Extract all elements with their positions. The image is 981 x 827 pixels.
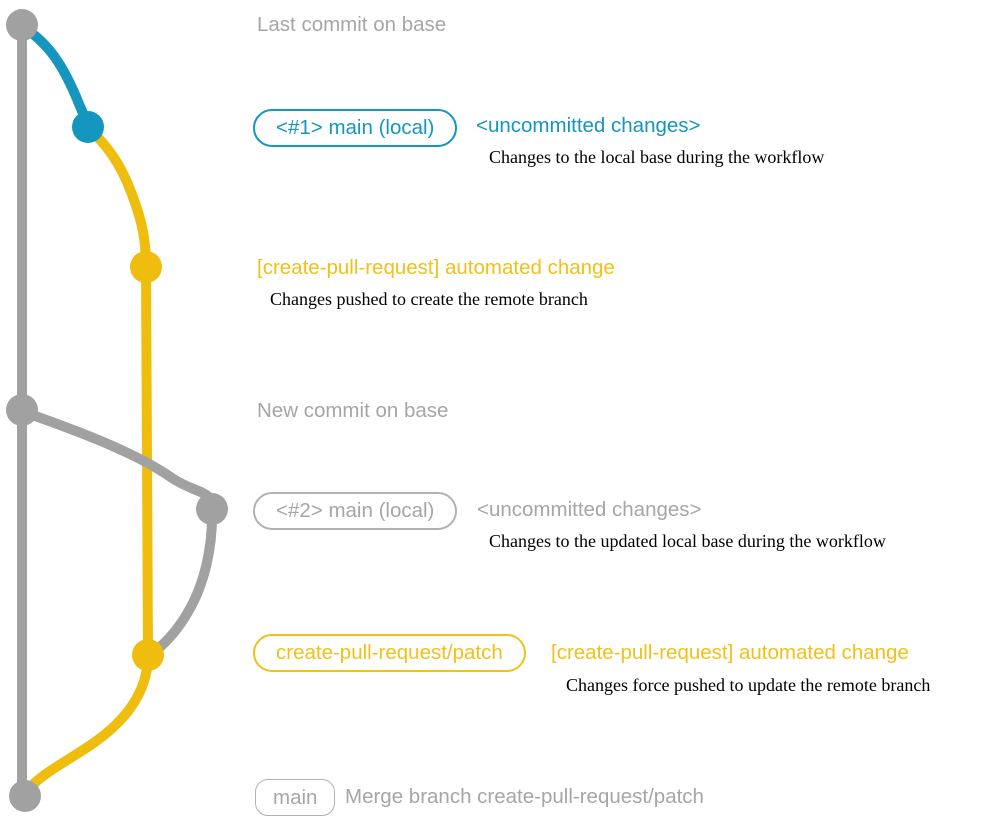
commit-dot-main-local-1 bbox=[72, 111, 104, 143]
rebase-branch-curve-bottom bbox=[146, 504, 218, 660]
patch-branch-curve-top bbox=[83, 122, 151, 272]
local-changes-branch-curve bbox=[18, 22, 93, 132]
git-graph bbox=[6, 9, 228, 812]
annotation-changes-pushed: Changes pushed to create the remote bran… bbox=[270, 289, 588, 309]
commit-dot-merge bbox=[9, 780, 41, 812]
merge-branch-label: Merge branch create-pull-request/patch bbox=[345, 785, 704, 808]
commit-dot-automated-change-2 bbox=[132, 639, 164, 671]
annotation-changes-force-pushed: Changes force pushed to update the remot… bbox=[566, 675, 931, 695]
commit-dot-automated-change-1 bbox=[130, 251, 162, 283]
annotation-updated-local-base-changes: Changes to the updated local base during… bbox=[489, 531, 886, 551]
new-commit-on-base-label: New commit on base bbox=[257, 399, 449, 422]
commit-dot-last-base bbox=[6, 9, 38, 41]
branch-badge-main: main bbox=[255, 779, 336, 816]
patch-merge-curve bbox=[21, 650, 153, 797]
commit-dot-new-base bbox=[6, 394, 38, 426]
branch-badge-main-local-2: <#2> main (local) bbox=[253, 492, 458, 530]
automated-change-label-2: [create-pull-request] automated change bbox=[551, 641, 909, 664]
uncommitted-changes-label-1: <uncommitted changes> bbox=[476, 114, 701, 137]
commit-dot-main-local-2 bbox=[196, 493, 228, 525]
branch-badge-main-local-1: <#1> main (local) bbox=[253, 109, 458, 147]
annotation-local-base-changes: Changes to the local base during the wor… bbox=[489, 147, 825, 167]
branch-badge-create-pull-request-patch: create-pull-request/patch bbox=[253, 634, 526, 672]
uncommitted-changes-label-2: <uncommitted changes> bbox=[477, 498, 702, 521]
automated-change-label-1: [create-pull-request] automated change bbox=[257, 256, 615, 279]
rebase-branch-curve-top bbox=[19, 407, 218, 514]
last-commit-on-base-label: Last commit on base bbox=[257, 13, 447, 36]
